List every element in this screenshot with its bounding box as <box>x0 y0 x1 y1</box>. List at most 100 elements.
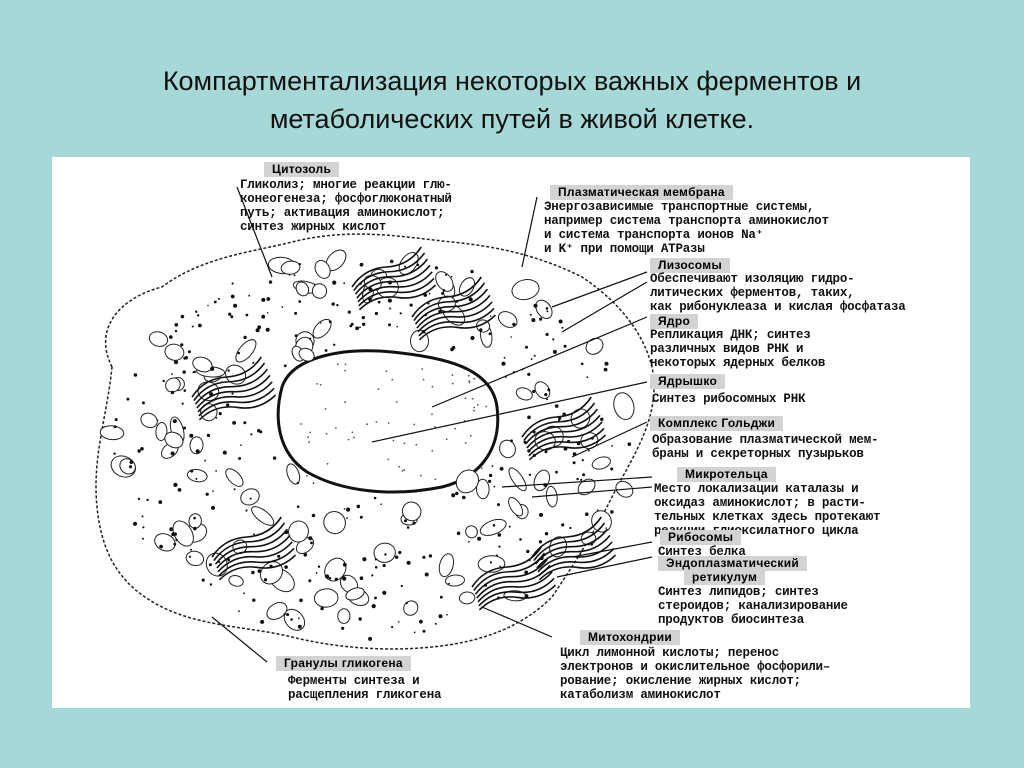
mitochondria-line-2: электронов и окислительное фосфорили– <box>560 660 830 675</box>
plasma-membrane-line-1: Энергозависимые транспортные системы, <box>544 200 814 215</box>
ribosome-dot <box>284 364 287 367</box>
ribosome-dot <box>564 345 567 348</box>
mitochondrion-shape <box>445 574 465 587</box>
chromatin-dot <box>470 435 472 437</box>
ribosome-dot <box>310 542 313 545</box>
ribosome-dot <box>359 617 362 620</box>
ribosome-dot <box>400 312 402 314</box>
ribosome-dot <box>448 583 450 585</box>
ribosome-dot <box>546 398 548 400</box>
chromatin-dot <box>391 379 393 381</box>
ribosome-dot <box>231 295 235 299</box>
ribosome-dot <box>527 416 531 420</box>
lysosomes-line-2: литических ферментов, таких, <box>650 286 854 301</box>
ribosome-dot <box>171 532 175 536</box>
ribosome-dot <box>158 500 162 504</box>
ribosome-dot <box>611 445 613 447</box>
mitochondrion-shape <box>222 361 249 388</box>
ribosome-dot <box>233 304 237 308</box>
ribosome-dot <box>228 313 231 316</box>
ribosome-dot <box>304 553 308 557</box>
ribosome-dot <box>189 434 193 438</box>
ribosome-dot <box>320 607 323 610</box>
ribosome-dot <box>586 376 588 378</box>
ribosome-dot <box>138 498 140 500</box>
ribosome-dot <box>423 630 426 633</box>
ribosome-dot <box>269 280 272 283</box>
ribosome-dot <box>335 578 338 581</box>
ribosome-dot <box>260 620 264 624</box>
ribosome-dot <box>297 482 299 484</box>
ribosome-dot <box>355 326 359 330</box>
plasma-membrane-line-3: и система транспорта ионов Na⁺ <box>544 228 763 243</box>
ribosome-dot <box>600 418 603 421</box>
ribosome-dot <box>429 293 431 295</box>
ribosome-dot <box>539 513 543 517</box>
chromatin-dot <box>348 439 350 441</box>
chromatin-dot <box>468 375 470 377</box>
ribosome-dot <box>246 314 249 317</box>
mitochondrion-shape <box>459 591 475 604</box>
chromatin-dot <box>307 436 309 438</box>
ribosome-dot <box>195 311 197 313</box>
ribosome-dot <box>396 326 398 328</box>
ribosome-dot <box>215 470 217 472</box>
chromatin-dot <box>326 433 328 435</box>
mitochondrion-shape <box>338 609 351 624</box>
ribosome-dot <box>180 343 183 346</box>
ribosome-dot <box>230 315 233 318</box>
ribosome-dot <box>510 336 512 338</box>
ribosome-dot <box>174 360 178 364</box>
ribosome-dot <box>389 308 391 310</box>
ribosome-dot <box>443 289 446 292</box>
ribosome-dot <box>512 323 515 326</box>
ribosome-dot <box>382 591 386 595</box>
ribosome-dot <box>375 558 377 560</box>
ribosome-dot <box>462 496 466 500</box>
ribosome-dot <box>384 553 386 555</box>
ribosome-dot <box>457 532 461 536</box>
ribosome-dot <box>188 350 191 353</box>
ribosome-dot <box>325 574 329 578</box>
ribosome-dot <box>196 449 200 453</box>
chromatin-dot <box>473 407 475 409</box>
ribosome-dot <box>178 488 182 492</box>
glycogen-header: Гранулы гликогена <box>276 656 411 671</box>
chromatin-dot <box>452 383 454 385</box>
chromatin-dot <box>337 363 339 365</box>
ribosome-dot <box>585 512 589 516</box>
ribosome-dot <box>130 460 134 464</box>
ribosome-dot <box>190 470 193 473</box>
ribosome-dot <box>391 626 393 628</box>
ribosome-dot <box>346 517 348 519</box>
ribosome-dot <box>126 398 129 401</box>
ribosome-dot <box>398 551 401 554</box>
ribosome-dot <box>223 451 227 455</box>
ribosome-dot <box>360 516 363 519</box>
ribosome-dot <box>425 573 429 577</box>
nucleus-header: Ядро <box>650 314 698 329</box>
ribosome-dot <box>360 263 364 267</box>
ribosome-dot <box>446 614 448 616</box>
ribosome-dot <box>332 302 335 305</box>
ribosome-dot <box>580 479 582 481</box>
ribosome-dot <box>451 276 453 278</box>
ribosome-dot <box>219 412 222 415</box>
ribosome-dot <box>175 539 177 541</box>
chromatin-dot <box>378 388 380 390</box>
ribosome-dot <box>552 338 554 340</box>
ribosome-dot <box>189 556 191 558</box>
ribosome-dot <box>374 497 377 500</box>
nucleolus-header: Ядрышко <box>650 374 725 389</box>
ribosome-dot <box>519 538 522 541</box>
chromatin-dot <box>431 450 433 452</box>
chromatin-dot <box>465 442 467 444</box>
ribosome-dot <box>582 459 584 461</box>
chromatin-dot <box>325 408 327 410</box>
ribosome-dot <box>388 323 391 326</box>
chromatin-dot <box>366 423 368 425</box>
ribosome-dot <box>171 452 175 456</box>
ribosome-dot <box>451 493 455 497</box>
ribosome-dot <box>344 508 346 510</box>
ribosome-dot <box>210 367 214 371</box>
